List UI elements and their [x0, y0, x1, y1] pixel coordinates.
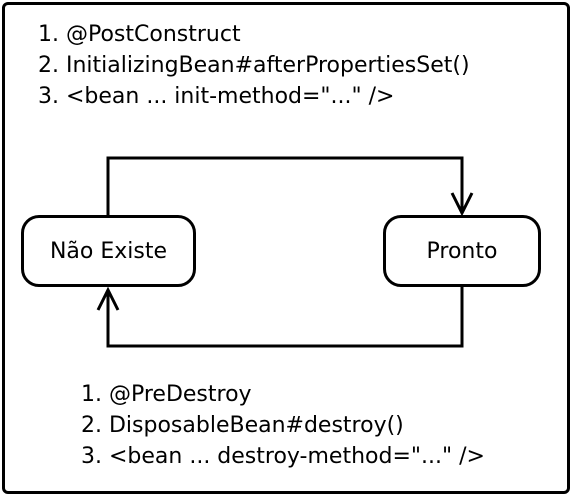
init-method-item: 1. @PostConstruct	[38, 22, 241, 47]
destroy-method-item: 2. DisposableBean#destroy()	[81, 413, 404, 438]
destroy-arrowhead	[96, 286, 120, 311]
init-methods-list: 1. @PostConstruct 2. InitializingBean#af…	[38, 19, 470, 112]
state-ready-label: Pronto	[426, 238, 498, 264]
destroy-methods-list: 1. @PreDestroy 2. DisposableBean#destroy…	[81, 379, 485, 472]
state-not-exists: Não Existe	[21, 215, 196, 287]
destroy-transition-arrow	[106, 287, 464, 348]
diagram-frame	[2, 2, 570, 494]
init-method-item: 3. <bean ... init-method="..." />	[38, 84, 395, 109]
init-method-item: 2. InitializingBean#afterPropertiesSet()	[38, 53, 470, 78]
init-transition-arrow	[106, 156, 464, 215]
init-arrowhead	[450, 192, 474, 217]
state-not-exists-label: Não Existe	[49, 238, 168, 264]
state-ready: Pronto	[383, 215, 541, 287]
destroy-method-item: 3. <bean ... destroy-method="..." />	[81, 444, 485, 469]
destroy-method-item: 1. @PreDestroy	[81, 382, 252, 407]
